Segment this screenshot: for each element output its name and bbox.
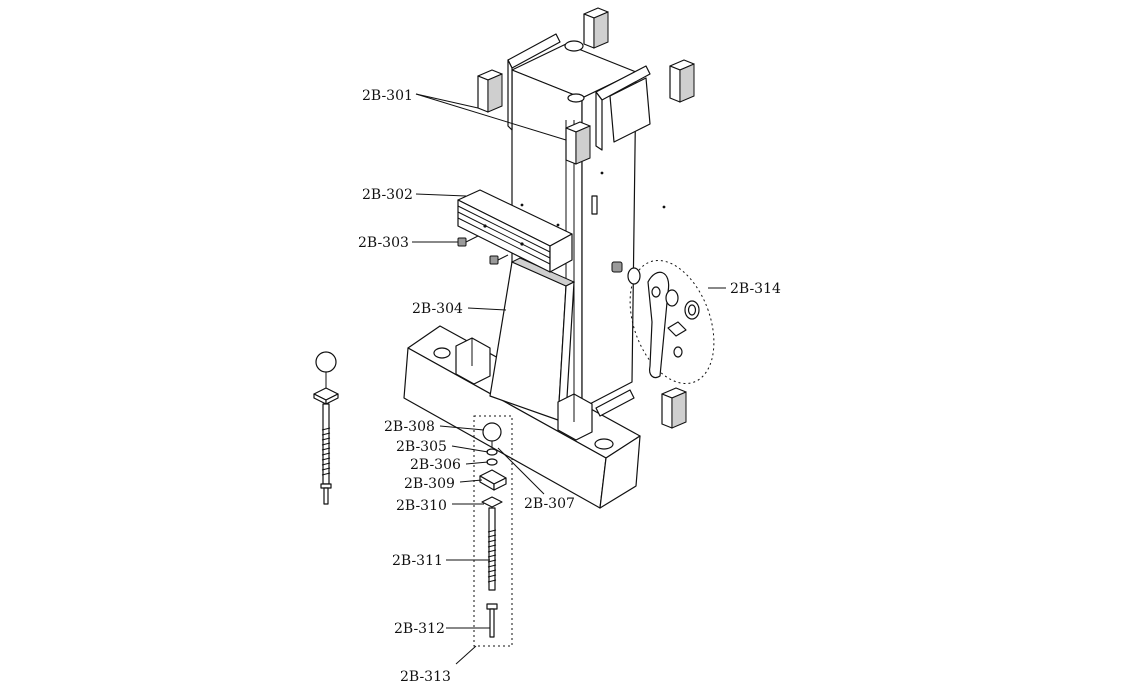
base-pocket-left [455,337,491,385]
callout-2B-302: 2B-302 [362,187,413,203]
guide-block-2 [565,121,591,165]
callout-2B-309: 2B-309 [404,476,455,492]
base-pocket-right [557,393,593,441]
wedge-plate [489,257,576,421]
pad-stack [457,189,573,273]
callout-2B-312: 2B-312 [394,621,445,637]
top-bracket-left [507,33,561,131]
callout-2B-310: 2B-310 [396,498,447,514]
screw-2 [489,254,509,265]
callout-2B-311: 2B-311 [392,553,443,569]
callout-2B-304: 2B-304 [412,301,463,317]
screw-1 [457,235,479,247]
top-bracket-right [595,65,651,151]
guide-block-3 [583,7,609,49]
base-rear-plate [595,389,635,417]
guide-block-4 [669,59,695,103]
callout-2B-307: 2B-307 [524,496,575,512]
callout-2B-301: 2B-301 [362,88,413,104]
callout-2B-306: 2B-306 [410,457,461,473]
guide-block-5 [661,387,687,429]
callout-2B-303: 2B-303 [358,235,409,251]
guide-block-1 [477,69,503,113]
callout-2B-314: 2B-314 [730,281,781,297]
spare-knob-rod [313,351,339,505]
callout-2B-308: 2B-308 [384,419,435,435]
callout-labels: 2B-301 2B-302 2B-303 2B-304 2B-305 2B-30… [358,88,781,685]
leader-lines [412,93,726,665]
callout-2B-305: 2B-305 [396,439,447,455]
callout-2B-313: 2B-313 [400,669,451,685]
cam-latch [611,259,715,385]
